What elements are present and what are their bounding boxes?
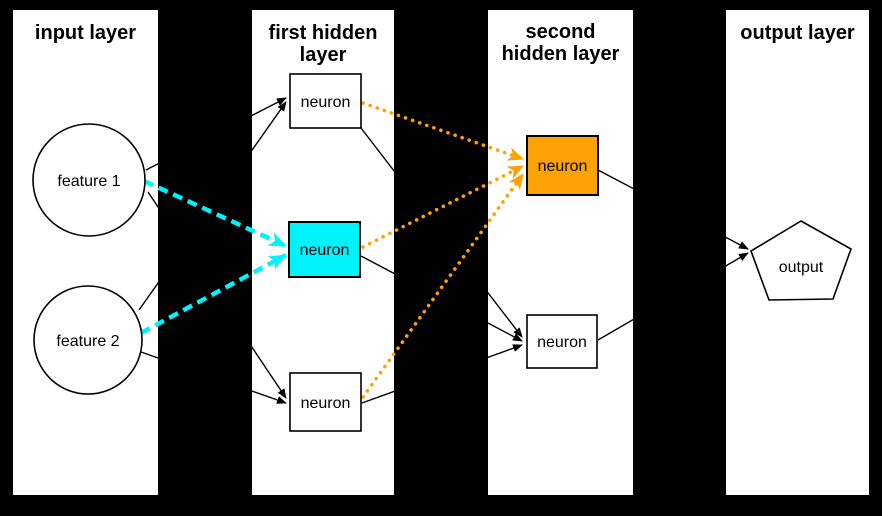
edge-h1top-to-h2top <box>361 101 525 161</box>
edges-solid-black <box>138 97 749 404</box>
title-output-layer: output layer <box>740 22 855 44</box>
edge-feature1-to-h1bottom <box>147 191 287 399</box>
title-second-hidden-line2: hidden layer <box>502 43 620 65</box>
title-input-layer: input layer <box>35 22 136 44</box>
edge-h2bottom-to-output <box>597 252 749 341</box>
label-h1-neuron-top: neuron <box>301 94 351 111</box>
title-second-hidden-line1: second <box>525 21 595 43</box>
label-feature2: feature 2 <box>56 333 119 350</box>
edge-h1middle-to-h2bottom <box>360 255 523 342</box>
edge-h1top-to-h2bottom <box>360 127 523 338</box>
label-h2-neuron-bottom: neuron <box>537 334 587 351</box>
label-output: output <box>779 259 824 276</box>
edge-h1bottom-to-h2top <box>361 172 525 399</box>
node-feature1-circle <box>32 123 146 237</box>
edges-dashed-cyan <box>139 178 288 335</box>
edge-h1bottom-to-h2bottom <box>361 344 523 404</box>
panel-input-layer <box>13 10 158 495</box>
node-h1-neuron-top <box>289 73 362 129</box>
title-first-hidden-line1: first hidden <box>269 22 378 44</box>
edge-feature1-to-h1top <box>145 97 287 171</box>
panel-second-hidden-layer <box>488 10 633 495</box>
edge-feature2-to-h1bottom <box>140 351 287 404</box>
node-h2-neuron-top <box>526 135 599 196</box>
layer-titles: input layer first hidden layer second hi… <box>35 21 855 66</box>
node-labels: feature 1 feature 2 neuron neuron neuron… <box>56 94 823 412</box>
node-output-pentagon <box>750 220 852 301</box>
label-h1-neuron-middle: neuron <box>300 242 350 259</box>
edge-feature2-to-h1top <box>138 101 287 311</box>
edge-h1middle-to-h2top <box>361 164 525 249</box>
node-h2-neuron-bottom <box>526 314 598 369</box>
node-h1-neuron-middle <box>288 221 361 278</box>
title-first-hidden-line2: layer <box>300 44 347 66</box>
edge-feature2-to-h1middle <box>139 253 288 335</box>
edges-dotted-orange <box>361 101 525 399</box>
edge-feature1-to-h1middle <box>143 178 287 249</box>
label-h2-neuron-top: neuron <box>538 158 588 175</box>
label-feature1: feature 1 <box>57 173 120 190</box>
nodes <box>32 73 852 432</box>
node-feature2-circle <box>33 285 143 395</box>
label-h1-neuron-bottom: neuron <box>301 395 351 412</box>
edge-h2top-to-output <box>597 169 749 250</box>
node-h1-neuron-bottom <box>289 372 362 432</box>
